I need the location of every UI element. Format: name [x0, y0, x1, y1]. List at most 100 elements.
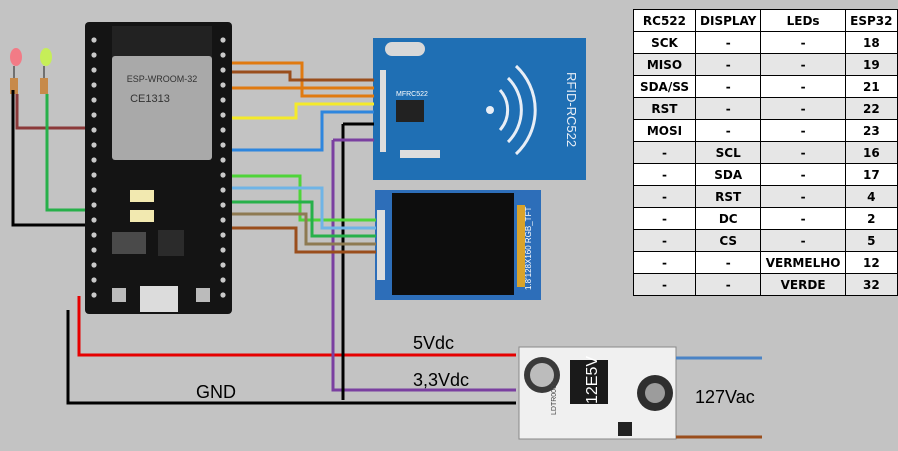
table-cell: CS — [694, 229, 762, 252]
table-cell: SDA — [694, 163, 762, 186]
table-cell: 4 — [844, 185, 898, 208]
table-cell: - — [760, 163, 846, 186]
label-3v3: 3,3Vdc — [413, 370, 470, 390]
table-cell: 16 — [844, 141, 898, 164]
table-cell: - — [694, 273, 762, 296]
wire-miso — [232, 70, 374, 82]
rfid-board: RFID-RC522 MFRC522 — [373, 38, 586, 180]
table-cell: SCL — [694, 141, 762, 164]
header-esp32: ESP32 — [844, 9, 898, 32]
wire-cs — [232, 226, 376, 254]
wire-disp-rst — [232, 200, 376, 238]
table-cell: DC — [694, 207, 762, 230]
wire-led-green — [45, 94, 85, 212]
table-cell: RST — [694, 185, 762, 208]
table-cell: MOSI — [633, 119, 696, 142]
tft-display: 1.8'128X160 RGB_TFT — [375, 190, 541, 300]
table-cell: 2 — [844, 207, 898, 230]
label-127vac: 127Vac — [695, 387, 755, 407]
table-cell: - — [760, 31, 846, 54]
wire-5v — [77, 296, 516, 357]
pin-table: RC522 DISPLAY LEDs ESP32 SCK--18 MISO--1… — [633, 9, 898, 296]
psu-label: 12E5V — [584, 356, 601, 404]
table-row: MOSI--23 — [633, 119, 898, 142]
table-cell: - — [633, 141, 696, 164]
table-cell: - — [760, 119, 846, 142]
psu-brand: LDTR0009 — [551, 381, 558, 415]
table-cell: 5 — [844, 229, 898, 252]
table-cell: 19 — [844, 53, 898, 76]
table-cell: - — [760, 207, 846, 230]
table-row: -SCL-16 — [633, 141, 898, 164]
table-cell: 17 — [844, 163, 898, 186]
table-cell: - — [633, 251, 696, 274]
table-cell: RST — [633, 97, 696, 120]
table-row: -DC-2 — [633, 207, 898, 230]
table-cell: - — [694, 119, 762, 142]
display-label: 1.8'128X160 RGB_TFT — [524, 207, 533, 290]
table-cell: MISO — [633, 53, 696, 76]
en-button — [112, 288, 126, 302]
wire-scl — [232, 174, 376, 222]
table-cell: - — [633, 207, 696, 230]
wires — [11, 61, 762, 439]
table-cell: - — [760, 229, 846, 252]
esp32-right-pins — [220, 37, 226, 298]
table-cell: - — [760, 141, 846, 164]
table-cell: - — [760, 75, 846, 98]
table-cell: 32 — [844, 273, 898, 296]
wire-led-red — [15, 94, 85, 130]
table-cell: VERDE — [760, 273, 846, 296]
esp32-chip-label: ESP-WROOM-32 — [127, 74, 198, 84]
table-cell: - — [694, 31, 762, 54]
header-rc522: RC522 — [633, 9, 696, 32]
header-display: DISPLAY — [694, 9, 762, 32]
table-cell: - — [694, 53, 762, 76]
table-row: -CS-5 — [633, 229, 898, 252]
table-cell: - — [633, 163, 696, 186]
table-cell: - — [760, 53, 846, 76]
wire-mosi — [232, 110, 374, 152]
label-5v: 5Vdc — [413, 333, 455, 353]
table-cell: - — [694, 97, 762, 120]
table-cell: - — [633, 229, 696, 252]
wire-dc — [232, 212, 376, 246]
led-red — [10, 48, 22, 94]
table-cell: - — [694, 251, 762, 274]
usb-port — [140, 286, 178, 312]
led-green — [40, 48, 52, 94]
esp32-board: ESP-WROOM-32 CE1313 — [85, 22, 232, 314]
table-cell: 22 — [844, 97, 898, 120]
table-row: -RST-4 — [633, 185, 898, 208]
table-cell: 18 — [844, 31, 898, 54]
power-supply: 12E5V LDTR0009 — [518, 346, 677, 440]
table-row: SCK--18 — [633, 31, 898, 54]
label-gnd: GND — [196, 382, 236, 402]
rfid-label: RFID-RC522 — [564, 72, 579, 147]
wire-33v — [331, 140, 516, 392]
esp32-shield — [112, 56, 212, 160]
table-cell: 23 — [844, 119, 898, 142]
table-cell: - — [633, 273, 696, 296]
table-row: -SDA-17 — [633, 163, 898, 186]
wire-disp-sda — [232, 186, 376, 230]
esp32-cert-label: CE1313 — [130, 93, 170, 105]
table-cell: - — [760, 185, 846, 208]
pin-table-header: RC522 DISPLAY LEDs ESP32 — [633, 9, 898, 32]
rfid-chip-label: MFRC522 — [396, 91, 428, 98]
wire-gnd — [66, 310, 516, 405]
table-cell: 21 — [844, 75, 898, 98]
wire-gnd-left — [11, 90, 85, 227]
table-cell: - — [760, 97, 846, 120]
table-cell: - — [694, 75, 762, 98]
table-cell: SDA/SS — [633, 75, 696, 98]
table-cell: 12 — [844, 251, 898, 274]
table-cell: VERMELHO — [760, 251, 846, 274]
table-row: SDA/SS--21 — [633, 75, 898, 98]
table-row: RST--22 — [633, 97, 898, 120]
header-leds: LEDs — [760, 9, 846, 32]
wire-rst — [232, 102, 374, 120]
